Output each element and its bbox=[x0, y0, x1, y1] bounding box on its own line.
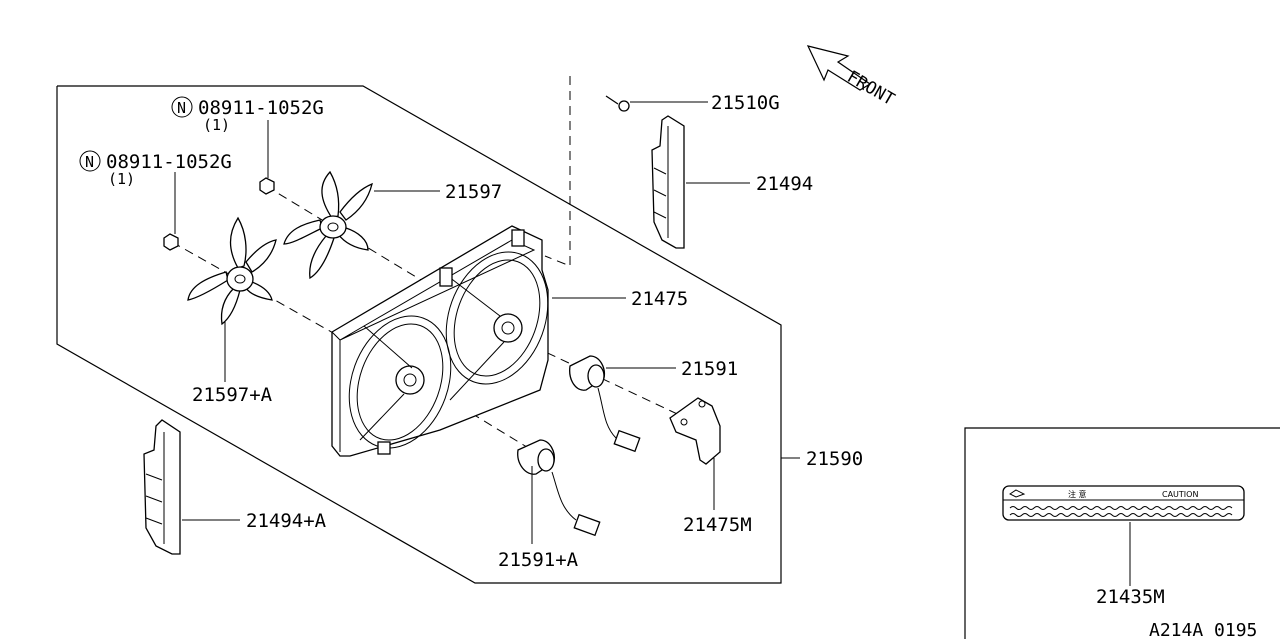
upper-fan-part bbox=[283, 170, 373, 280]
left-bracket-part-number: 21494+A bbox=[246, 510, 327, 532]
lower-nut-qty: (1) bbox=[108, 170, 135, 188]
caution-label-part: 注 意 CAUTION bbox=[1002, 485, 1245, 521]
front-label: FRONT bbox=[844, 67, 898, 110]
bolt-part-number: 21510G bbox=[711, 92, 780, 114]
lower-shaft-line bbox=[171, 241, 421, 383]
right-bracket-part bbox=[651, 115, 685, 249]
lower-nut-part-number: 08911-1052G bbox=[106, 151, 232, 173]
bolt-path bbox=[544, 76, 571, 267]
lower-nut-icon bbox=[163, 233, 179, 251]
upper-nut-qty: (1) bbox=[203, 116, 230, 134]
cover-part-number: 21475M bbox=[683, 514, 752, 536]
cover-part bbox=[669, 397, 721, 465]
right-bracket-part-number: 21494 bbox=[756, 173, 813, 195]
upper-nut-part-number: 08911-1052G bbox=[198, 97, 324, 119]
upper-nut-prefix: N bbox=[177, 99, 186, 117]
upper-nut-callout: N 08911-1052G (1) bbox=[171, 96, 324, 134]
front-arrow-icon bbox=[806, 45, 872, 91]
right-motor-part bbox=[569, 355, 641, 453]
upper-nut-icon bbox=[259, 177, 275, 195]
left-motor-part bbox=[517, 439, 601, 537]
upper-fan-part-number: 21597 bbox=[445, 181, 502, 203]
right-motor-part-number: 21591 bbox=[681, 358, 738, 380]
shroud-part bbox=[331, 225, 549, 457]
lower-fan-part bbox=[187, 216, 277, 326]
left-motor-part-number: 21591+A bbox=[498, 549, 579, 571]
shroud-part-number: 21475 bbox=[631, 288, 688, 310]
assembly-part-number: 21590 bbox=[806, 448, 863, 470]
caution-label-header: CAUTION bbox=[1162, 490, 1198, 499]
lower-fan-part-number: 21597+A bbox=[192, 384, 273, 406]
bolt-icon bbox=[605, 95, 630, 112]
left-bracket-part bbox=[143, 419, 181, 555]
caution-label-part-number: 21435M bbox=[1096, 586, 1165, 608]
caution-label-frame bbox=[964, 427, 1280, 639]
assembly-outline bbox=[56, 85, 782, 584]
caution-label-title: 注 意 bbox=[1068, 489, 1087, 499]
lower-nut-callout: N 08911-1052G (1) bbox=[79, 150, 232, 188]
diagram-code: A214A 0195 bbox=[1149, 620, 1257, 639]
lower-nut-prefix: N bbox=[85, 153, 94, 171]
